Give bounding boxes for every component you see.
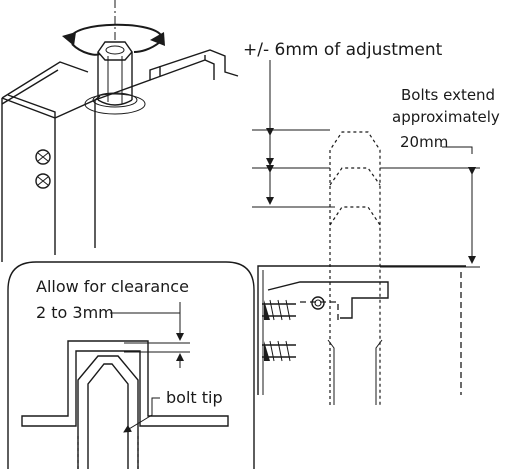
bolts-extend-label-3: 20mm [400,133,448,151]
housing-illustration [1,0,239,262]
bolt-tip-label: bolt tip [166,388,223,407]
bolts-extend-label-2: approximately [392,108,500,126]
bolts-extend-label-1: Bolts extend [401,86,495,104]
bolt-dimension-diagram [252,60,480,405]
clearance-label-2: 2 to 3mm [36,303,114,322]
clearance-label-1: Allow for clearance [36,277,189,296]
screw-icon [35,149,51,189]
clearance-detail-panel: Allow for clearance 2 to 3mm bolt tip [7,261,255,469]
rotation-arrow-icon [62,23,165,56]
adjustment-label: +/- 6mm of adjustment [243,40,443,60]
